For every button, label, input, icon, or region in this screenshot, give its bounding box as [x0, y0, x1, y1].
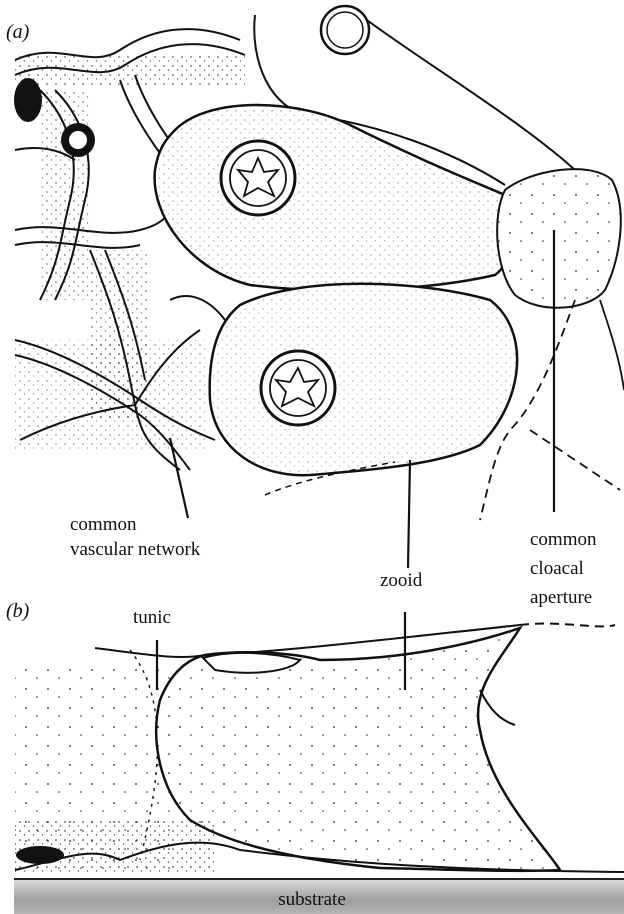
panel-label-b: (b)	[6, 599, 29, 623]
label-vascular-line1: common	[70, 513, 137, 537]
label-vascular-line2: vascular network	[70, 538, 200, 562]
label-substrate: substrate	[0, 888, 624, 912]
label-zooid: zooid	[380, 569, 422, 593]
label-cloacal-line3: aperture	[530, 586, 592, 610]
zooid-2	[210, 284, 517, 475]
panel-label-a: (a)	[6, 20, 29, 44]
label-cloacal-line2: cloacal	[530, 557, 584, 581]
label-tunic: tunic	[133, 606, 171, 630]
zooid-1	[155, 105, 513, 290]
label-cloacal-line1: common	[530, 528, 597, 552]
zooid-side-view	[156, 628, 560, 871]
